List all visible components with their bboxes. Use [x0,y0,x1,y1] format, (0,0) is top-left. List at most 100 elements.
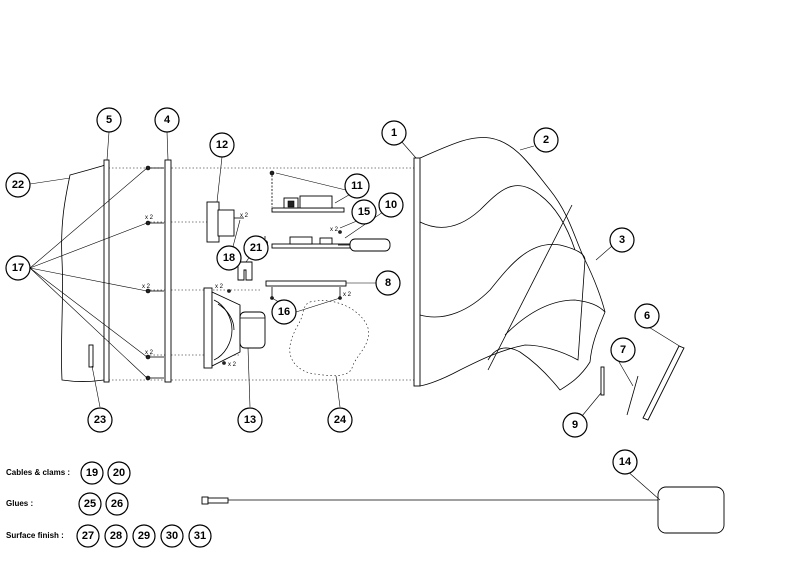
legend: Cables & clams : 19 20 Glues : 25 26 Sur… [6,461,212,548]
part-9-strip [600,366,605,396]
callout-2: 2 [533,127,559,153]
screw-icon [145,375,164,381]
part-23-strip [88,344,94,368]
callout-14: 14 [612,449,638,475]
svg-text:12: 12 [216,139,228,151]
screw-icon [145,220,164,226]
callout-31: 31 [188,524,212,548]
callout-3: 3 [609,227,635,253]
callout-24: 24 [327,407,353,433]
svg-text:4: 4 [164,114,171,126]
callout-12: 12 [209,132,235,158]
callout-19: 19 [80,461,104,485]
callout-17: 17 [5,255,31,281]
legend-surface-label: Surface finish : [6,531,64,540]
part-3-seam [487,204,573,371]
qty-label: x 2 [228,362,237,368]
legend-cables-label: Cables & clams : [6,468,70,477]
part-1-front-plate [413,157,421,387]
part-21-bracket [237,261,253,281]
callout-22: 22 [5,172,31,198]
qty-label: x 2 [215,284,224,290]
svg-text:3: 3 [619,234,625,246]
svg-text:17: 17 [12,262,24,274]
callout-9: 9 [562,412,588,438]
part-17-screws [145,165,164,381]
part-5-back-panel [103,159,110,383]
svg-text:15: 15 [358,206,370,218]
callout-20: 20 [107,461,131,485]
callout-11: 11 [344,173,370,199]
callout-29: 29 [132,524,156,548]
qty-label: x 2 [142,284,151,290]
svg-text:25: 25 [84,498,96,510]
part-13-driver [203,287,266,369]
svg-text:8: 8 [385,277,391,289]
qty-label: x 2 [343,292,352,298]
svg-text:22: 22 [12,179,24,191]
svg-text:24: 24 [334,414,347,426]
callout-4: 4 [154,107,180,133]
svg-text:26: 26 [111,498,123,510]
qty-label: x 2 [145,350,154,356]
callout-13: 13 [237,407,263,433]
qty-label: x 2 [240,213,249,219]
callout-18: 18 [216,245,242,271]
svg-text:2: 2 [543,134,549,146]
part-2-fold-lower [419,243,586,318]
svg-text:28: 28 [110,530,122,542]
quantity-labels: x 2 x 2 x 2 x 2 x 2 x 2 x 2 x 2 [142,213,352,368]
svg-text:27: 27 [82,530,94,542]
part-12-connector [206,201,244,243]
svg-text:21: 21 [250,242,262,254]
guide-lines [105,167,420,381]
svg-text:5: 5 [106,114,112,126]
svg-text:14: 14 [619,456,632,468]
svg-text:11: 11 [351,180,363,192]
svg-text:18: 18 [223,252,235,264]
svg-text:1: 1 [391,127,397,139]
qty-label: x 2 [145,215,154,221]
part-14-cable-pad [201,486,725,534]
part-3-fold [504,299,606,336]
callout-28: 28 [104,524,128,548]
callout-10: 10 [378,192,404,218]
part-3-cover [487,259,606,391]
callout-21: 21 [243,235,269,261]
callout-1: 1 [381,120,407,146]
svg-text:29: 29 [138,530,150,542]
screw-icon [145,165,164,171]
screw-icon [145,354,164,360]
svg-text:19: 19 [86,467,98,479]
callout-8: 8 [375,270,401,296]
part-22-backing [61,164,106,382]
svg-text:20: 20 [113,467,125,479]
svg-text:7: 7 [620,344,626,356]
callout-15: 15 [351,199,377,225]
part-10-control-board [262,230,391,252]
part-2-cover [419,137,586,387]
svg-text:31: 31 [194,530,206,542]
legend-glues-label: Glues : [6,499,33,508]
svg-text:10: 10 [385,199,397,211]
callout-7: 7 [610,337,636,363]
callout-26: 26 [105,492,129,516]
callout-30: 30 [160,524,184,548]
callout-16: 16 [271,299,297,325]
part-4-inner-panel [164,159,172,383]
part-8-rail [265,280,347,300]
part-24-foam-outline [289,300,369,376]
svg-text:30: 30 [166,530,178,542]
callout-25: 25 [78,492,102,516]
svg-text:16: 16 [278,306,290,318]
callout-6: 6 [634,303,660,329]
callout-23: 23 [87,407,113,433]
callout-27: 27 [76,524,100,548]
svg-text:13: 13 [244,414,256,426]
part-2-fold [419,185,576,251]
svg-text:23: 23 [94,414,106,426]
part-6-bar [642,345,685,421]
svg-text:9: 9 [572,419,578,431]
qty-label: x 2 [330,227,339,233]
